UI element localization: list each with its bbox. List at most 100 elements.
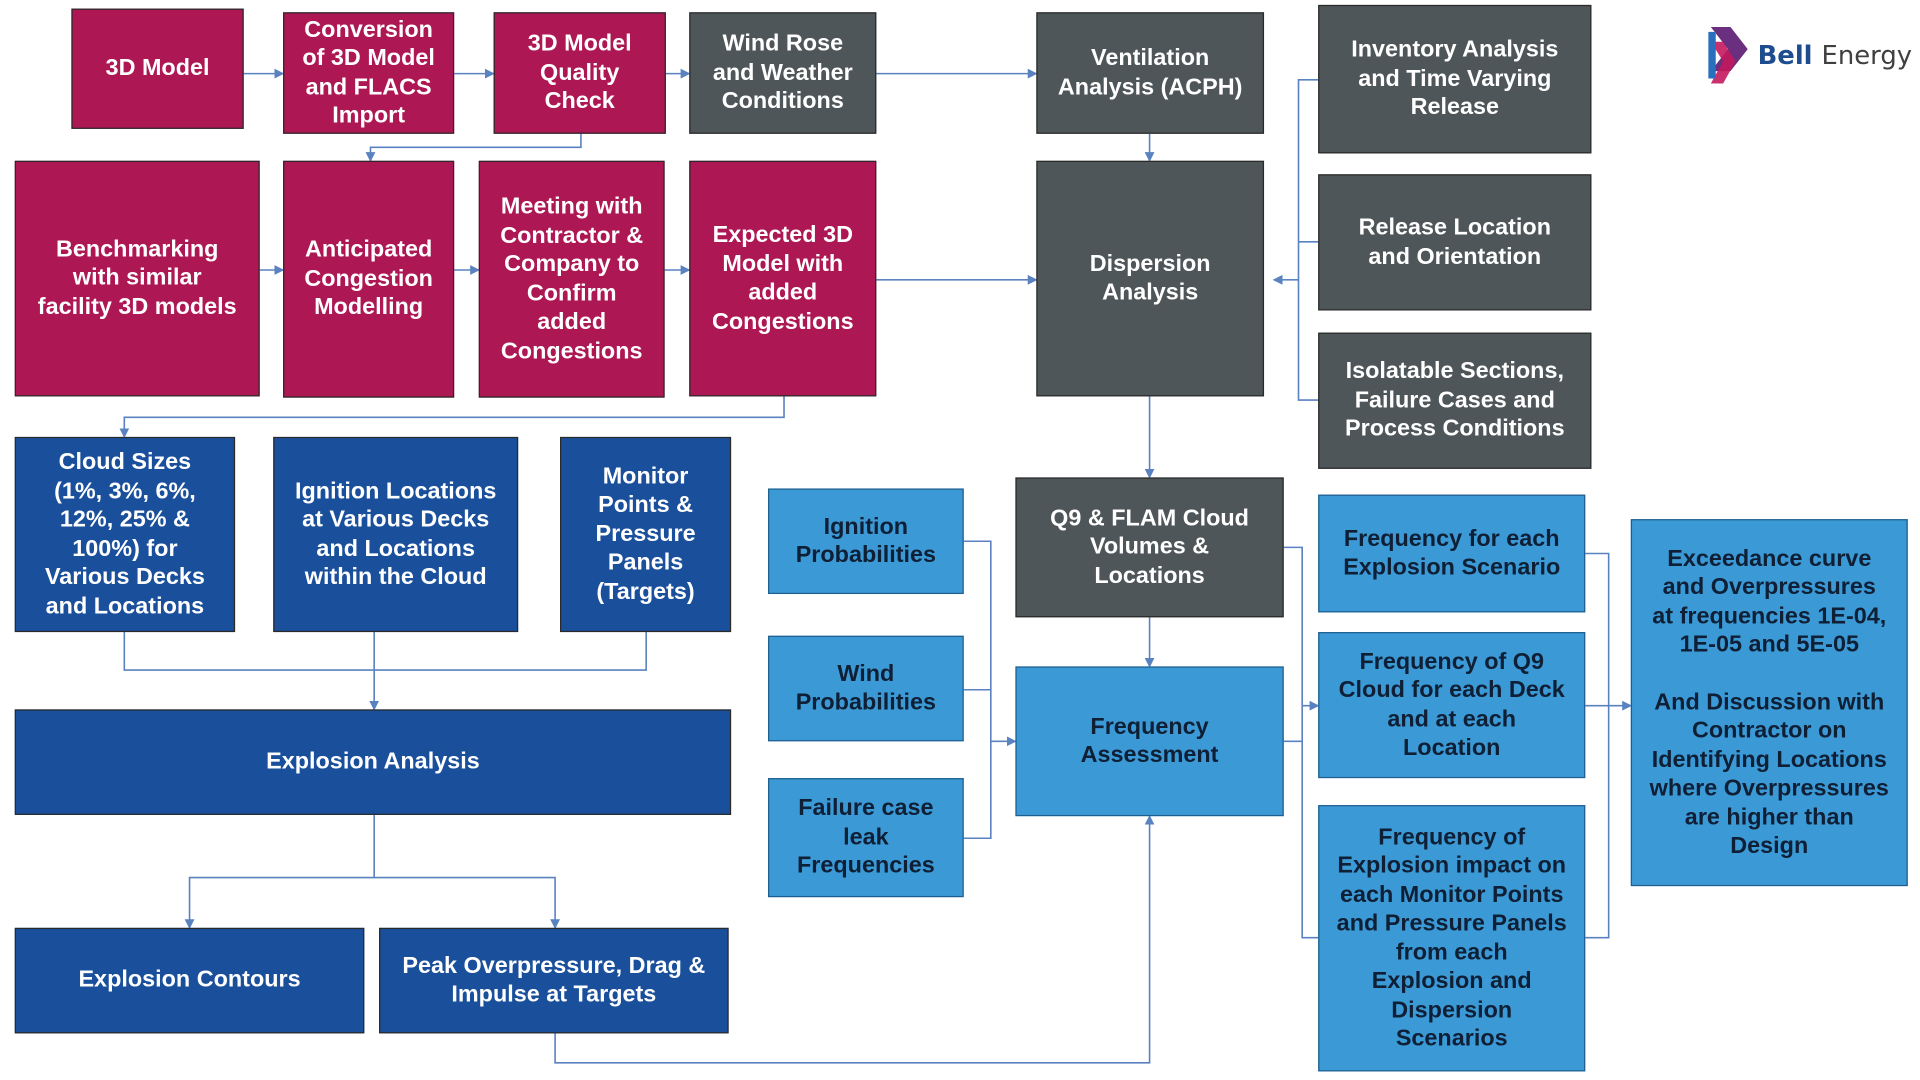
node-q9-flam-cloud: Q9 & FLAM Cloud Volumes & Locations: [1015, 477, 1284, 618]
node-monitor-points: Monitor Points & Pressure Panels (Target…: [560, 436, 732, 633]
node-text-line: Conditions: [721, 88, 844, 115]
node-text-line: Volumes &: [1089, 534, 1210, 560]
node-text-line: Failure Cases and: [1354, 387, 1555, 414]
node-text-line: Analysis: [1102, 279, 1199, 306]
node-text-line: Exceedance curve: [1667, 545, 1872, 572]
node-text-line: and Pressure Panels: [1336, 910, 1567, 937]
node-explosion-contours: Explosion Contours: [14, 927, 365, 1034]
node-text-line: Location: [1402, 735, 1501, 761]
node-text-line: are higher than: [1684, 804, 1854, 831]
node-text-line: and Orientation: [1368, 243, 1542, 270]
node-text-line: where Overpressures: [1649, 775, 1889, 802]
node-text-line: 100%) for: [72, 535, 178, 562]
node-text-line: Isolatable Sections,: [1345, 358, 1564, 385]
node-text-line: Frequency of Q9: [1359, 648, 1544, 675]
node-text-line: Peak Overpressure, Drag &: [402, 952, 706, 979]
node-freq-q9-cloud: Frequency of Q9 Cloud for each Deck and …: [1318, 632, 1586, 779]
node-text-line: Check: [544, 88, 615, 115]
node-3d-model-label: 3D Model: [105, 55, 210, 82]
node-text-line: Anticipated: [304, 237, 433, 263]
node-cloud-sizes: Cloud Sizes (1%, 3%, 6%, 12%, 25% & 100%…: [14, 436, 236, 633]
node-anticipated-congestion: Anticipated Congestion Modelling: [283, 160, 455, 398]
node-text-line: from each: [1395, 939, 1508, 966]
node-text-line: Wind: [837, 660, 895, 687]
node-text-line: and Overpressures: [1662, 574, 1876, 601]
node-failure-leak-frequencies: Failure case leak Frequencies: [768, 778, 964, 898]
node-benchmarking: Benchmarking with similar facility 3D mo…: [14, 160, 260, 397]
node-ventilation: Ventilation Analysis (ACPH): [1036, 12, 1265, 134]
node-text-line: 3D Model: [527, 30, 632, 57]
node-text-line: Conversion: [304, 16, 433, 43]
node-text-line: Confirm: [526, 280, 617, 307]
node-isolatable-sections: Isolatable Sections, Failure Cases and P…: [1318, 332, 1592, 469]
node-text-line: at Various Decks: [302, 506, 490, 533]
node-text-line: Explosion and: [1371, 968, 1532, 995]
logo-brand-bold: Bell: [1757, 40, 1813, 70]
node-meeting-contractor: Meeting with Contractor & Company to Con…: [478, 160, 665, 398]
node-text-line: Probabilities: [795, 689, 937, 716]
node-ignition-probabilities: Ignition Probabilities: [768, 488, 964, 595]
node-text-line: Inventory Analysis: [1351, 37, 1559, 63]
node-text-line: and Time Varying: [1358, 65, 1552, 92]
node-text-line: Ignition Locations: [295, 478, 497, 504]
node-text-line: Panels: [607, 550, 684, 576]
arrow-expected-cloudsizes: [119, 396, 785, 439]
logo-brand-light: Energy: [1821, 40, 1913, 70]
node-text-line: and at each: [1387, 706, 1517, 733]
node-text-line: and Locations: [316, 535, 475, 562]
node-wind-probabilities: Wind Probabilities: [768, 635, 964, 742]
node-text-line: Frequency for each: [1343, 525, 1560, 552]
node-3d-model: 3D Model: [71, 8, 244, 129]
node-dispersion-analysis: Dispersion Analysis: [1036, 160, 1265, 397]
bell-energy-logo-text: Bell Energy: [1758, 41, 1912, 70]
node-text-line: Ignition: [823, 513, 909, 540]
node-wind-rose: Wind Rose and Weather Conditions: [689, 12, 877, 134]
node-text-line: Impulse at Targets: [451, 981, 657, 1008]
node-text-line: Explosion Analysis: [266, 748, 480, 775]
node-text-line: (1%, 3%, 6%,: [54, 478, 196, 504]
node-text-line: Benchmarking: [56, 236, 219, 263]
node-text-line: Locations: [1094, 563, 1205, 589]
node-inventory: Inventory Analysis and Time Varying Rele…: [1318, 4, 1592, 154]
node-text-line: Congestions: [711, 308, 854, 335]
node-text-line: Design: [1730, 833, 1809, 860]
node-text-line: Modelling: [314, 294, 424, 321]
node-text-line: Assessment: [1080, 742, 1219, 769]
node-text-line: and Locations: [45, 593, 205, 620]
node-text-line: Quality: [540, 59, 620, 86]
arrow-quality-anticipated: [365, 132, 582, 163]
node-conversion-import: Conversion of 3D Model and FLACS Import: [283, 12, 455, 134]
node-text-line: Frequencies: [796, 853, 935, 880]
node-text-line: Analysis (ACPH): [1057, 74, 1243, 101]
node-text-line: Various Decks: [44, 564, 205, 591]
node-exceedance-curve: Exceedance curve and Overpressures at fr…: [1630, 519, 1908, 887]
node-text-line: Dispersion: [1089, 250, 1211, 277]
node-text-line: Contractor on: [1691, 717, 1847, 744]
bell-energy-logo-icon: [1708, 27, 1748, 84]
node-text-line: Cloud Sizes: [58, 449, 192, 475]
node-ignition-locations: Ignition Locations at Various Decks and …: [273, 436, 519, 633]
node-text-line: Explosion Contours: [78, 967, 301, 994]
node-text-line: (Targets): [596, 578, 695, 605]
node-text-line: with similar: [72, 265, 202, 292]
node-text-line: Congestions: [500, 338, 643, 364]
node-freq-explosion-impact: Frequency of Explosion impact on each Mo…: [1318, 805, 1586, 1072]
node-text-line: Release: [1410, 94, 1500, 121]
node-text-line: Points &: [598, 492, 693, 519]
node-text-line: Monitor: [602, 463, 689, 490]
node-text-line: Frequency: [1090, 713, 1209, 740]
node-text-line: Failure case: [798, 795, 934, 822]
node-text-line: and FLACS: [305, 74, 432, 101]
arrow-probs-frequency: [963, 540, 1016, 840]
node-peak-overpressure: Peak Overpressure, Drag & Impulse at Tar…: [379, 927, 729, 1034]
node-text-line: and Weather: [712, 59, 853, 86]
node-text-line: Explosion impact on: [1337, 852, 1567, 879]
node-text-line: And Discussion with: [1654, 689, 1885, 715]
node-text-line: of 3D Model: [302, 45, 435, 72]
node-text-line: facility 3D models: [37, 294, 237, 321]
node-text-line: Import: [332, 103, 405, 129]
node-text-line: Wind Rose: [722, 30, 844, 57]
node-text-line: Model with: [722, 250, 844, 277]
node-text-line: within the Cloud: [304, 564, 487, 591]
